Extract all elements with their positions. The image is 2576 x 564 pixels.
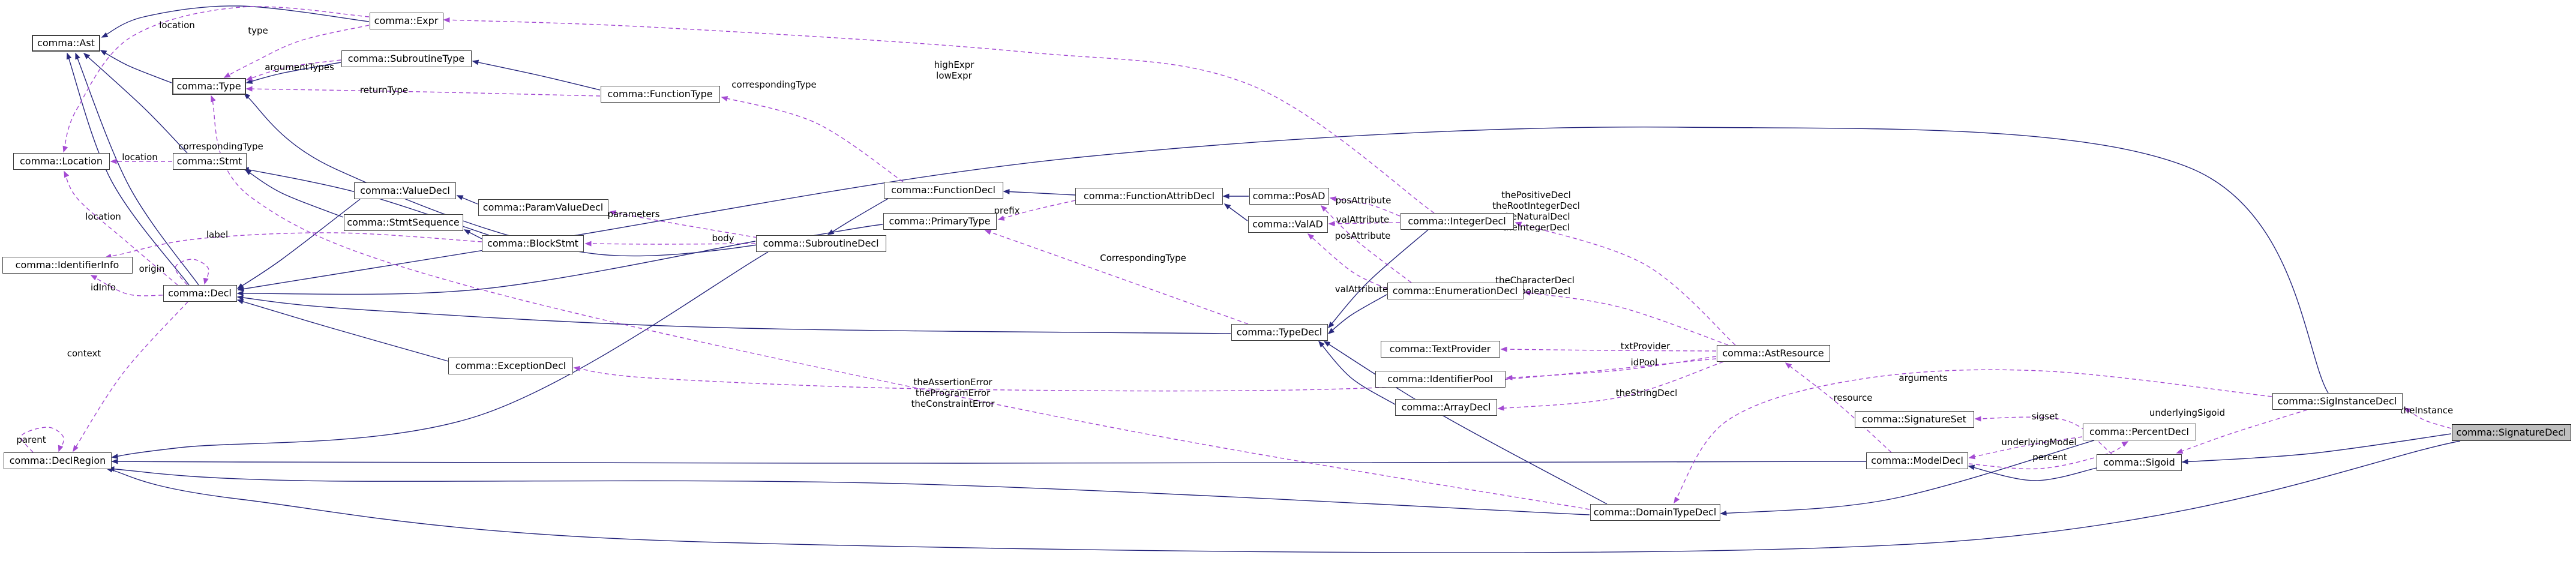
edge-ast_resource-to-enumeration_decl [1524, 290, 1729, 346]
node-model_decl[interactable]: comma::ModelDecl [1866, 452, 1968, 469]
node-sigoid[interactable]: comma::Sigoid [2097, 454, 2182, 471]
edge-signature_decl-to-decl_region [106, 440, 2461, 553]
edge-value_decl-to-decl [236, 199, 361, 289]
node-stmt_sequence[interactable]: comma::StmtSequence [343, 214, 463, 231]
node-sig_instance_decl[interactable]: comma::SigInstanceDecl [2272, 393, 2403, 410]
edge-expr-to-type [223, 25, 370, 78]
edge-block_stmt-to-identifier_info [104, 232, 482, 259]
node-percent_decl[interactable]: comma::PercentDecl [2082, 424, 2196, 440]
node-function_attrib_decl[interactable]: comma::FunctionAttribDecl [1075, 188, 1223, 205]
node-ast[interactable]: comma::Ast [32, 35, 100, 52]
edge-subroutine_type-to-type [245, 62, 341, 84]
edge-ast_resource-to-array_decl [1497, 361, 1724, 411]
node-value_decl[interactable]: comma::ValueDecl [354, 182, 456, 199]
node-type[interactable]: comma::Type [172, 78, 246, 95]
edge-ast_resource-to-exception_decl [573, 358, 1717, 392]
node-function_type[interactable]: comma::FunctionType [600, 86, 720, 103]
edge-domain_type_decl-to-type [211, 95, 1590, 510]
edge-function_decl-to-subroutine_decl [827, 198, 889, 235]
edge-sigoid-to-model_decl [1968, 464, 2097, 481]
node-stmt[interactable]: comma::Stmt [172, 153, 247, 170]
node-domain_type_decl[interactable]: comma::DomainTypeDecl [1590, 504, 1720, 521]
edge-subroutine_decl-to-decl_region [111, 251, 769, 460]
node-integer_decl[interactable]: comma::IntegerDecl [1400, 213, 1514, 230]
node-pos_ad[interactable]: comma::PosAD [1249, 188, 1329, 205]
node-signature_decl: comma::SignatureDecl [2451, 424, 2571, 441]
node-identifier_pool[interactable]: comma::IdentifierPool [1375, 371, 1506, 388]
edge-function_attrib_decl-to-primary_type [997, 200, 1076, 221]
edge-exception_decl-to-decl [236, 299, 449, 362]
edge-decl-to-identifier_info [90, 275, 163, 296]
edge-model_decl-to-percent_decl [1968, 441, 2129, 470]
edge-subroutine_decl-to-param_value_decl [609, 210, 758, 238]
edge-model_decl-to-decl_region [111, 458, 1867, 464]
edge-stmt_sequence-to-stmt [244, 169, 344, 218]
node-expr[interactable]: comma::Expr [369, 13, 443, 29]
edge-enumeration_decl-to-type_decl [1327, 294, 1387, 334]
node-location[interactable]: comma::Location [13, 153, 110, 170]
node-text_provider[interactable]: comma::TextProvider [1380, 341, 1500, 358]
edge-integer_decl-to-val_ad [1328, 221, 1401, 227]
edge-param_value_decl-to-value_decl [456, 195, 478, 205]
edge-function_type-to-subroutine_type [472, 59, 601, 91]
edge-sig_instance_decl-to-decl [237, 127, 2329, 394]
node-decl[interactable]: comma::Decl [163, 285, 237, 302]
edge-enumeration_decl-to-val_ad [1307, 233, 1387, 289]
edge-model_decl-to-ast_resource [1785, 362, 1892, 453]
node-identifier_info[interactable]: comma::IdentifierInfo [2, 257, 133, 274]
edge-decl-to-ast [75, 52, 199, 286]
edge-decl-to-ast [66, 52, 190, 286]
edge-enumeration_decl-to-pos_ad [1320, 205, 1412, 283]
edge-integer_decl-to-expr [443, 17, 1435, 214]
node-subroutine_type[interactable]: comma::SubroutineType [341, 50, 472, 67]
edge-decl-to-decl [175, 259, 209, 286]
edge-decl_region-to-decl_region [20, 427, 65, 453]
edge-stmt-to-ast [83, 52, 188, 154]
edge-sig_instance_decl-to-domain_type_decl [1674, 369, 2272, 504]
edge-type_decl-to-decl [236, 295, 1231, 334]
node-exception_decl[interactable]: comma::ExceptionDecl [448, 358, 573, 374]
node-primary_type[interactable]: comma::PrimaryType [883, 213, 997, 230]
node-param_value_decl[interactable]: comma::ParamValueDecl [478, 199, 608, 216]
edge-primary_type-to-type [243, 93, 883, 257]
edge-expr-to-location [62, 6, 370, 153]
node-array_decl[interactable]: comma::ArrayDecl [1395, 399, 1497, 416]
edge-type-to-ast [100, 50, 172, 83]
edge-ast_resource-to-text_provider [1500, 346, 1717, 352]
edge-integer_decl-to-type_decl [1328, 229, 1429, 329]
edge-integer_decl-to-pos_ad [1329, 196, 1401, 217]
edge-subroutine_type-to-type [245, 59, 341, 81]
edge-type_decl-to-primary_type [984, 229, 1249, 325]
edge-domain_type_decl-to-decl_region [107, 466, 1590, 515]
edge-function_decl-to-function_type [721, 96, 904, 182]
edge-signature_decl-to-sig_instance_decl [2403, 407, 2452, 429]
node-type_decl[interactable]: comma::TypeDecl [1231, 324, 1328, 341]
edge-ast_resource-to-identifier_pool [1506, 356, 1717, 380]
edge-signature_decl-to-sigoid [2181, 433, 2452, 464]
edge-function_type-to-type [245, 86, 601, 97]
node-function_decl[interactable]: comma::FunctionDecl [883, 182, 1003, 199]
node-subroutine_decl[interactable]: comma::SubroutineDecl [755, 235, 886, 252]
edge-decl-to-decl_region [73, 301, 188, 452]
node-signature_set[interactable]: comma::SignatureSet [1854, 411, 1974, 428]
edge-block_stmt-to-stmt_sequence [463, 229, 482, 239]
node-block_stmt[interactable]: comma::BlockStmt [482, 235, 584, 252]
edge-decl-to-location [64, 170, 178, 286]
edge-sigoid-to-signature_set [1974, 416, 2113, 455]
edge-ast_resource-to-integer_decl [1515, 221, 1736, 346]
edge-array_decl-to-type_decl [1318, 340, 1396, 405]
node-val_ad[interactable]: comma::ValAD [1247, 216, 1328, 233]
edge-val_ad-to-function_attrib_decl [1223, 203, 1248, 221]
node-enumeration_decl[interactable]: comma::EnumerationDecl [1387, 283, 1524, 299]
edge-sig_instance_decl-to-sigoid [2176, 409, 2308, 454]
node-decl_region[interactable]: comma::DeclRegion [4, 452, 112, 469]
edge-domain_type_decl-to-type_decl [1323, 341, 1608, 505]
edge-function_attrib_decl-to-function_decl [1003, 188, 1076, 196]
edge-percent_decl-to-domain_type_decl [1720, 440, 2095, 516]
edge-percent_decl-to-model_decl [1968, 436, 2083, 460]
edge-expr-to-ast [101, 5, 370, 38]
node-ast_resource[interactable]: comma::AstResource [1716, 345, 1830, 362]
